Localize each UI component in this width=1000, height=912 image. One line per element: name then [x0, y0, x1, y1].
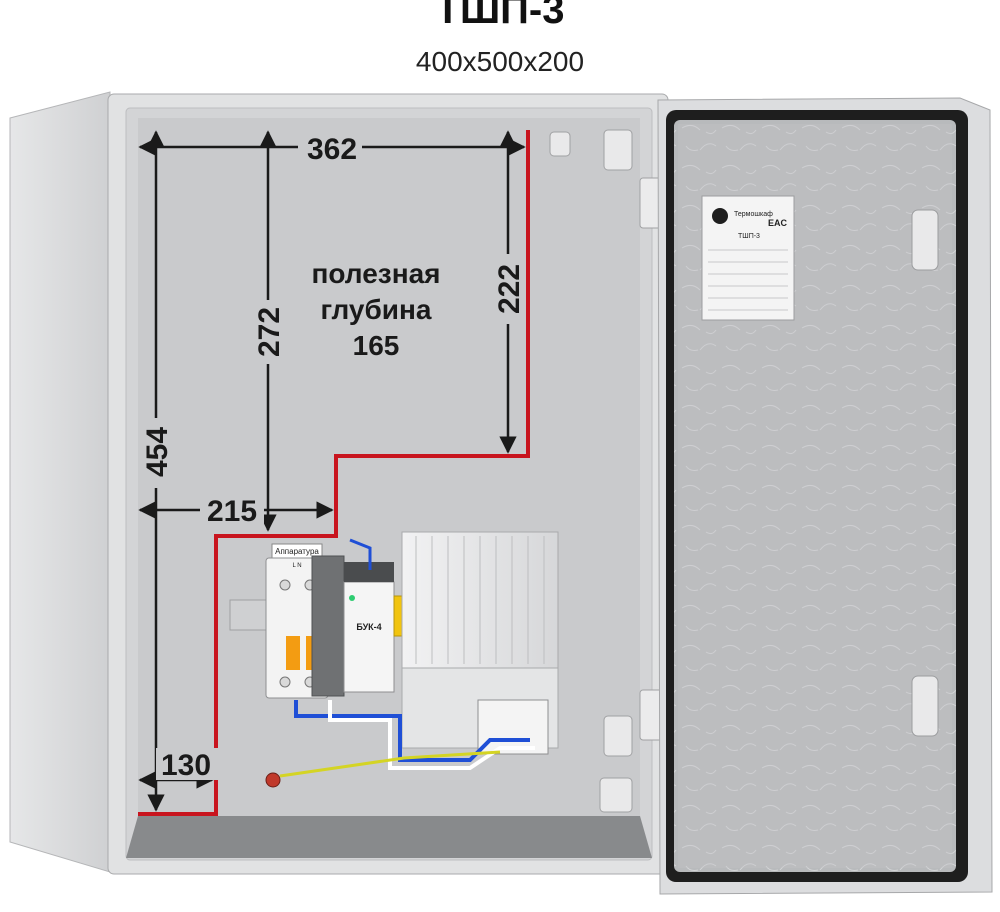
page-title: ТШП-3 [435, 0, 565, 32]
heater [401, 531, 559, 755]
brand-logo [712, 208, 728, 224]
status-led [349, 595, 355, 601]
breaker-sublabel: L N [292, 563, 301, 569]
nameplate-model: ТШП-3 [738, 233, 760, 240]
door-nameplate: Термошкаф EAC ТШП-3 [701, 195, 795, 321]
dim-width-top: 362 [307, 133, 357, 166]
breaker-toggle-left[interactable] [286, 636, 300, 670]
wire-ground [279, 750, 501, 778]
wire-phase [328, 700, 535, 770]
dim-width-bottom: 130 [161, 749, 211, 782]
nameplate-mark: EAC [768, 218, 788, 228]
nameplate-brand: Термошкаф [734, 211, 773, 218]
breaker-label: Аппаратура [275, 547, 319, 556]
ground-screw [265, 772, 281, 788]
dim-width-mid: 215 [207, 495, 257, 528]
usable-zone-outline [138, 130, 530, 816]
equipment-group: Аппаратура L N БУК-4 [229, 531, 559, 788]
dim-height-mid: 272 [253, 307, 286, 357]
controller-label: БУК-4 [356, 622, 381, 632]
zone-label-line2: глубина [321, 294, 432, 325]
zone-label-line1: полезная [311, 258, 440, 289]
cabinet-body [9, 91, 669, 875]
cabinet-door[interactable]: Термошкаф EAC ТШП-3 [657, 97, 993, 895]
page-subtitle: 400x500x200 [415, 46, 585, 77]
controller-buk4[interactable]: БУК-4 [311, 555, 409, 697]
dim-height-right: 222 [493, 264, 526, 314]
dim-height-total: 454 [141, 427, 174, 477]
heater-terminal-block [477, 699, 549, 755]
zone-label-line3: 165 [353, 330, 400, 361]
